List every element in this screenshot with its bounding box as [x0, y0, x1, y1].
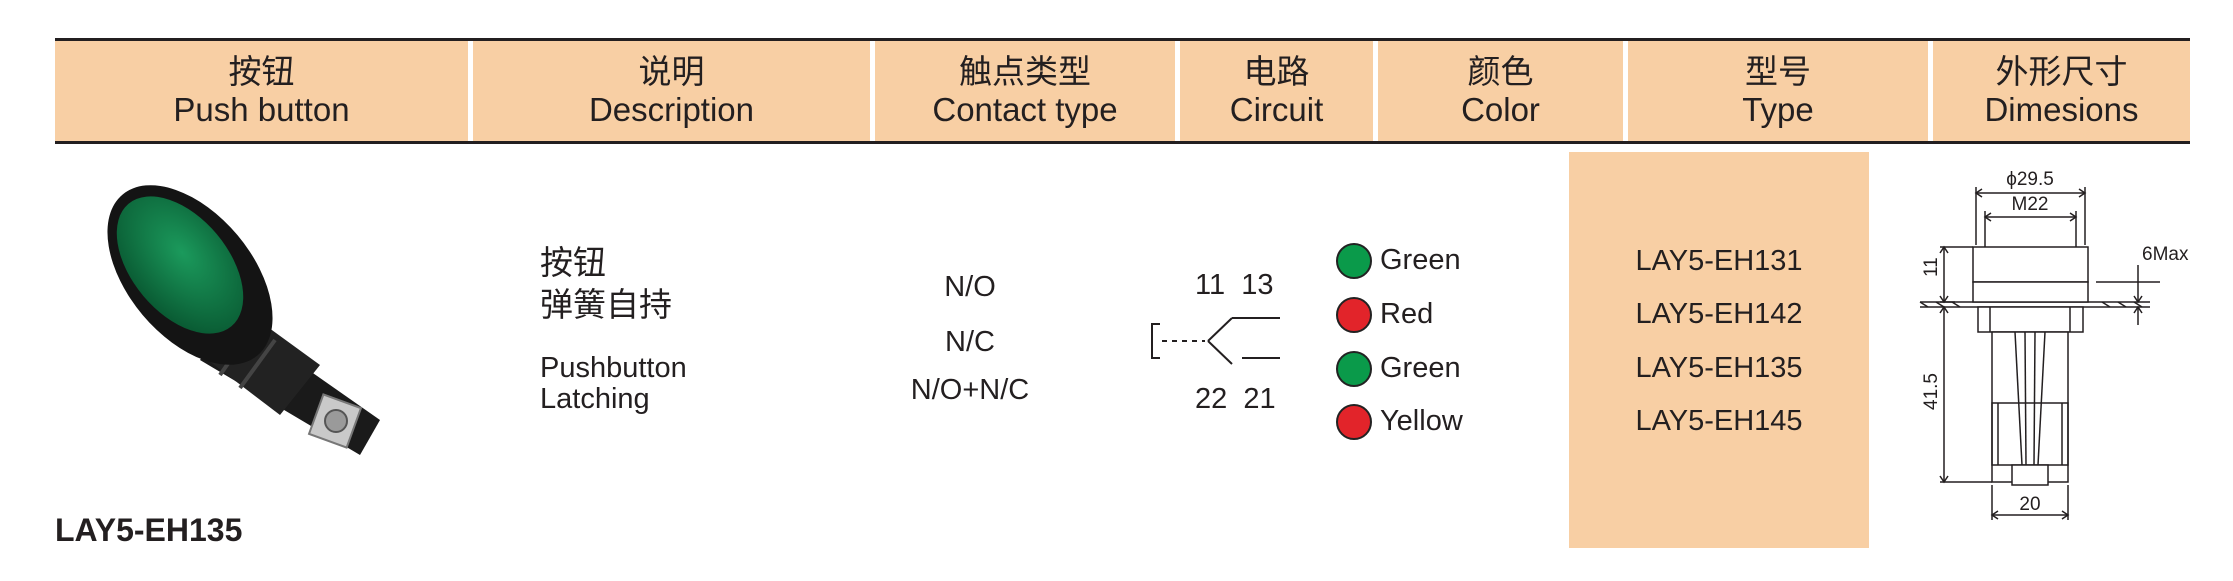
type-item-1: LAY5-EH131 [1635, 245, 1803, 277]
color-swatch-green-1 [1336, 243, 1372, 279]
color-label-red: Red [1380, 298, 1434, 330]
color-swatch-red [1336, 297, 1372, 333]
dim-width: 20 [2019, 494, 2040, 515]
dim-phi: ϕ29.5 [2006, 169, 2054, 190]
dim-top-height: 11 [1921, 257, 1942, 277]
type-item-3: LAY5-EH135 [1635, 352, 1803, 384]
type-item-2: LAY5-EH142 [1635, 298, 1803, 330]
dim-panel: 6Max [2142, 244, 2189, 265]
dim-thread: M22 [2012, 194, 2049, 215]
circuit-top-labels: 11 13 [1195, 269, 1274, 301]
contact-nc: N/C [945, 326, 995, 358]
product-model-label: LAY5-EH135 [55, 512, 243, 548]
color-label-green-1: Green [1380, 244, 1461, 276]
description-en: Pushbutton Latching [540, 352, 687, 415]
push-button-image [107, 185, 380, 455]
dim-body-height: 41.5 [1921, 373, 1942, 410]
contact-no: N/O [944, 271, 996, 303]
description-cn: 按钮 弹簧自持 [540, 244, 672, 323]
color-label-yellow: Yellow [1380, 405, 1463, 437]
type-item-4: LAY5-EH145 [1635, 405, 1803, 437]
color-swatch-yellow [1336, 404, 1372, 440]
contact-no-nc: N/O+N/C [910, 374, 1030, 406]
dimension-drawing: ϕ29.5 M22 6Max 11 41.5 20 [1919, 169, 2189, 520]
color-swatch-green-2 [1336, 351, 1372, 387]
type-panel [1569, 152, 1869, 548]
circuit-bottom-labels: 22 21 [1195, 383, 1276, 415]
circuit-diagram [1151, 317, 1280, 365]
color-label-green-2: Green [1380, 352, 1461, 384]
